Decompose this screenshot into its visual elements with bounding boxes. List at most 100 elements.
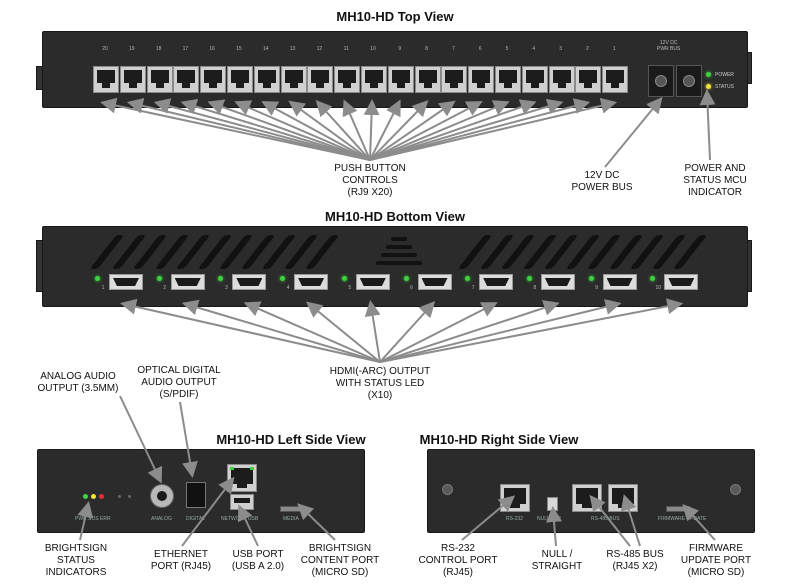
hdmi-port-6 xyxy=(417,274,452,290)
push-button-arrow xyxy=(180,98,371,161)
push-button-arrow xyxy=(369,99,537,161)
hdmi-port-4 xyxy=(294,274,329,290)
push-button-arrow xyxy=(369,99,401,161)
optical-arrow xyxy=(179,401,198,478)
brightsign-sos-led xyxy=(91,494,96,499)
optical-audio-port xyxy=(186,482,206,508)
push-button-arrow xyxy=(369,98,564,161)
dc-power-arrow xyxy=(604,96,663,168)
rj9-port-20 xyxy=(93,66,119,93)
digital-label: DIGITAL xyxy=(186,516,206,522)
firmware-arrow xyxy=(682,504,716,541)
rj9-port-8 xyxy=(414,66,441,93)
rj9-port-12 xyxy=(307,66,334,93)
dc-power-callout: 12V DC POWER BUS xyxy=(571,170,633,193)
hdmi-arrow xyxy=(379,302,498,363)
hdmi-arrow xyxy=(364,300,381,363)
port-number-3: 3 xyxy=(559,46,562,52)
firmware-callout: FIRMWARE UPDATE PORT (MICRO SD) xyxy=(680,543,752,578)
port-number-14: 14 xyxy=(263,46,269,52)
hdmi-arrow xyxy=(379,300,560,363)
push-button-arrow xyxy=(369,98,591,161)
port-number-9: 9 xyxy=(398,46,402,52)
push-button-arrow xyxy=(363,99,380,161)
port-number-7: 7 xyxy=(452,46,455,52)
power-status-callout: POWER AND STATUS MCU INDICATOR xyxy=(683,163,747,198)
rj9-port-14 xyxy=(253,66,280,93)
push-button-arrow xyxy=(261,101,371,161)
content-port-callout: BRIGHTSIGN CONTENT PORT (MICRO SD) xyxy=(300,543,380,578)
hdmi-number-7: 7 xyxy=(471,285,475,291)
rs485-callout: RS-485 BUS (RJ45 X2) xyxy=(606,549,664,572)
rj9-port-5 xyxy=(495,66,521,93)
hdmi-arrow xyxy=(379,301,436,363)
ethernet-arrow xyxy=(181,476,235,547)
center-vent-bar xyxy=(386,245,412,249)
push-button-arrow xyxy=(234,100,371,161)
hdmi-number-8: 8 xyxy=(533,285,537,291)
hdmi-number-5: 5 xyxy=(348,285,352,291)
ethernet-callout: ETHERNET PORT (RJ45) xyxy=(150,549,212,572)
port-number-4: 4 xyxy=(532,46,536,52)
hdmi-arrow xyxy=(379,298,684,363)
brightsign-status-callout: BRIGHTSIGN STATUS INDICATORS xyxy=(44,543,108,578)
rj9-port-3 xyxy=(548,66,575,93)
hdmi-port-3 xyxy=(232,274,267,290)
hdmi-port-2 xyxy=(170,274,205,290)
brightsign-pwr-led xyxy=(83,494,88,499)
center-vent-bar xyxy=(381,253,417,257)
rs232-arrow xyxy=(461,495,516,541)
left-screw xyxy=(442,484,453,495)
media-label: MEDIA xyxy=(283,516,299,522)
hdmi-port-10 xyxy=(664,274,699,290)
rs485-label: RS-485 BUS xyxy=(591,516,620,522)
port-number-2: 2 xyxy=(586,46,589,52)
extra-led-1 xyxy=(118,495,121,498)
hdmi-status-led-9 xyxy=(588,276,594,281)
rj9-port-4 xyxy=(521,66,548,93)
analog-label: ANALOG xyxy=(151,516,172,522)
hdmi-status-led-4 xyxy=(280,276,286,281)
port-number-1: 1 xyxy=(612,46,616,52)
dc-power-jack-2 xyxy=(676,65,702,97)
analog-audio-jack xyxy=(150,484,174,508)
push-button-arrow xyxy=(369,100,429,161)
null-straight-callout: NULL / STRAIGHT xyxy=(531,549,583,572)
hdmi-port-9 xyxy=(602,274,637,290)
brightsign-status-arrow xyxy=(77,501,94,541)
hdmi-arrow xyxy=(181,299,381,363)
rj9-port-19 xyxy=(119,66,146,93)
push-button-arrow xyxy=(126,97,371,161)
rj9-port-18 xyxy=(146,66,173,93)
port-number-18: 18 xyxy=(155,46,162,52)
firmware-label: FIRMWARE UPDATE xyxy=(658,516,707,522)
hdmi-arrow xyxy=(243,301,381,363)
hdmi-status-led-8 xyxy=(526,276,532,281)
usb-callout: USB PORT (USB A 2.0) xyxy=(231,549,285,572)
extra-led-2 xyxy=(128,495,131,498)
hdmi-number-2: 2 xyxy=(163,285,167,291)
push-button-arrow xyxy=(369,101,483,161)
port-number-20: 20 xyxy=(102,46,108,52)
port-number-12: 12 xyxy=(316,46,323,52)
port-number-19: 19 xyxy=(129,46,135,52)
port-number-13: 13 xyxy=(289,46,296,52)
hdmi-arrow xyxy=(120,298,381,363)
hdmi-status-led-2 xyxy=(156,276,162,281)
rs485-arrow-1 xyxy=(589,494,631,547)
push-button-callout: PUSH BUTTON CONTROLS (RJ9 X20) xyxy=(334,163,406,198)
rj9-port-6 xyxy=(468,66,495,93)
content-port-arrow xyxy=(297,503,336,541)
rj9-port-11 xyxy=(334,66,361,93)
hdmi-callout: HDMI(-ARC) OUTPUT WITH STATUS LED (X10) xyxy=(329,366,431,401)
rs232-callout: RS-232 CONTROL PORT (RJ45) xyxy=(418,543,498,578)
port-number-11: 11 xyxy=(343,46,349,52)
rj9-port-7 xyxy=(441,66,468,93)
rj9-port-1 xyxy=(602,66,629,93)
hdmi-status-led-1 xyxy=(95,276,100,281)
power-status-arrow xyxy=(699,89,716,161)
hdmi-status-led-7 xyxy=(465,276,471,281)
hdmi-port-1 xyxy=(109,274,143,290)
